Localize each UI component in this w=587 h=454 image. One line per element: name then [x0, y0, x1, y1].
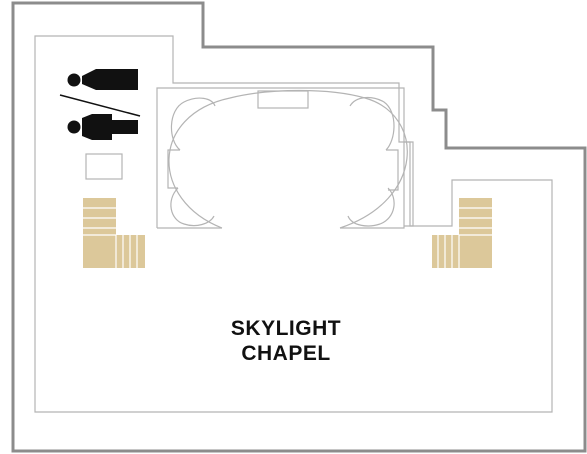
- venue-name-line2: CHAPEL: [241, 342, 330, 365]
- skylight-enclosure: [156, 87, 414, 229]
- restroom-icon: [59, 69, 141, 140]
- outer-boundary: [11, 1, 587, 453]
- stairs-icon: [83, 198, 145, 268]
- stairs-icon: [432, 198, 492, 268]
- skylight-top-panel: [257, 90, 309, 109]
- storage-box: [85, 153, 123, 180]
- venue-name-line1: SKYLIGHT: [231, 317, 341, 340]
